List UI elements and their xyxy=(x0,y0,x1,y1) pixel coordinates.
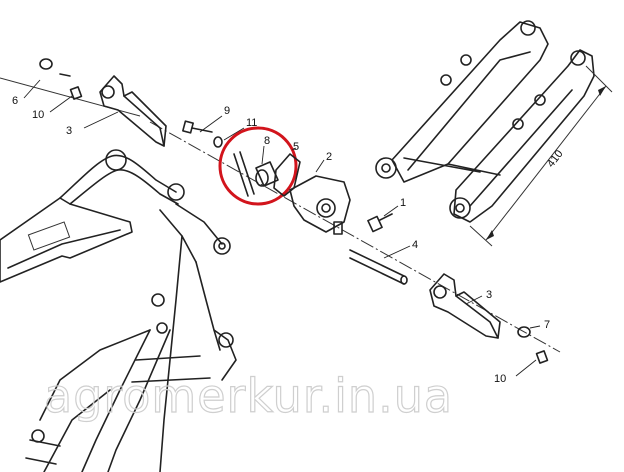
callout-10-lower: 10 xyxy=(494,373,506,385)
callout-8: 8 xyxy=(264,135,270,147)
callout-9: 9 xyxy=(224,105,230,117)
swing-arm xyxy=(375,20,595,223)
shaft-part-4 xyxy=(349,245,411,285)
callout-labels: 6 10 3 9 11 8 5 2 1 4 3 7 10 410 xyxy=(12,95,566,385)
watermark: agromerkur.in.ua xyxy=(44,369,453,423)
bracket-part-3-lower xyxy=(429,273,501,339)
dimension-label: 410 xyxy=(545,148,566,170)
bolt-part-9 xyxy=(182,115,223,134)
washer-part-11 xyxy=(213,127,245,148)
circlip-part-6-upper xyxy=(23,58,71,99)
bracket-part-3-upper xyxy=(83,75,167,147)
bolt-part-1 xyxy=(367,205,399,233)
circlip-part-7 xyxy=(517,325,541,338)
callout-4: 4 xyxy=(412,239,418,251)
main-frame xyxy=(0,149,237,472)
callout-1: 1 xyxy=(400,197,406,209)
callout-5: 5 xyxy=(293,141,299,153)
highlight-circle xyxy=(218,126,298,206)
callout-10-upper: 10 xyxy=(32,109,44,121)
callout-3-upper: 3 xyxy=(66,125,72,137)
callout-3-lower: 3 xyxy=(486,289,492,301)
callout-7: 7 xyxy=(544,319,550,331)
bolt-part-10-upper xyxy=(49,86,83,113)
callout-11: 11 xyxy=(246,117,257,129)
housing-part-2 xyxy=(289,159,351,235)
bolt-part-10-lower xyxy=(515,350,549,377)
callout-2: 2 xyxy=(326,151,332,163)
pin-part-8 xyxy=(233,145,279,197)
dimension-410 xyxy=(469,65,613,247)
callout-6: 6 xyxy=(12,95,18,107)
